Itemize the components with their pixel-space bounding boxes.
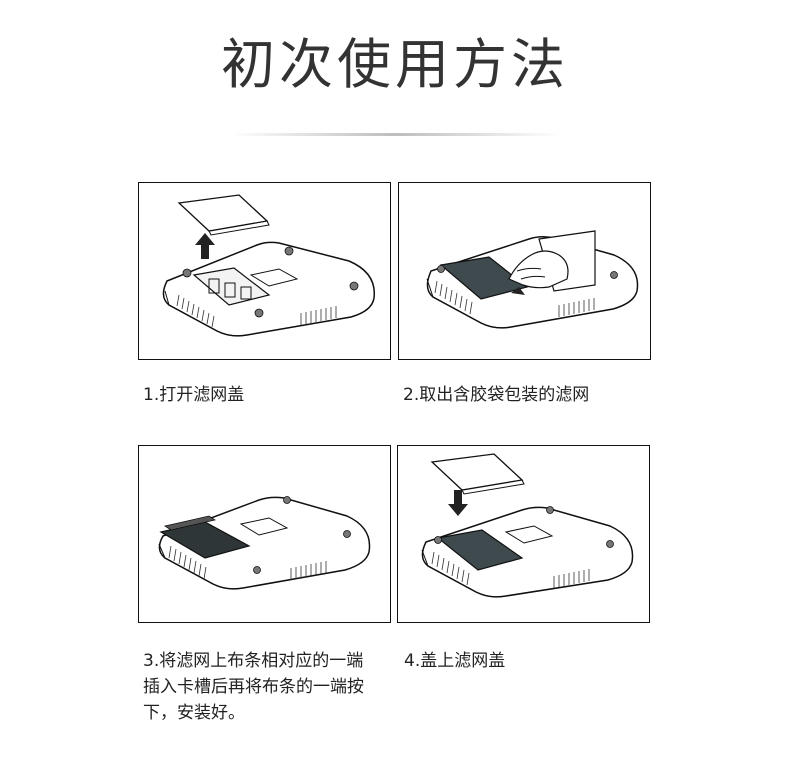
step-3-illustration	[138, 445, 391, 623]
page-title: 初次使用方法	[221, 33, 569, 96]
device-insert-filter-drawing	[158, 496, 371, 590]
device-open-cover-drawing	[162, 194, 376, 337]
step-4-illustration	[397, 445, 650, 623]
step-2-caption: 2.取出含胶袋包装的滤网	[403, 385, 590, 405]
step-1-illustration	[138, 182, 391, 360]
step-3-caption-line-1: 3.将滤网上布条相对应的一端	[143, 651, 364, 671]
step-3-caption-line-2: 插入卡槽后再将布条的一端按	[143, 677, 364, 697]
device-remove-filter-drawing	[426, 230, 639, 329]
device-close-cover-drawing	[421, 453, 634, 598]
title-divider	[230, 133, 560, 136]
step-1-caption: 1.打开滤网盖	[143, 385, 245, 405]
step-3-caption-line-3: 下，安装好。	[143, 703, 245, 723]
step-3-caption: 3.将滤网上布条相对应的一端 插入卡槽后再将布条的一端按 下，安装好。	[143, 648, 364, 726]
step-2-illustration	[398, 182, 651, 360]
step-4-caption: 4.盖上滤网盖	[404, 651, 506, 671]
